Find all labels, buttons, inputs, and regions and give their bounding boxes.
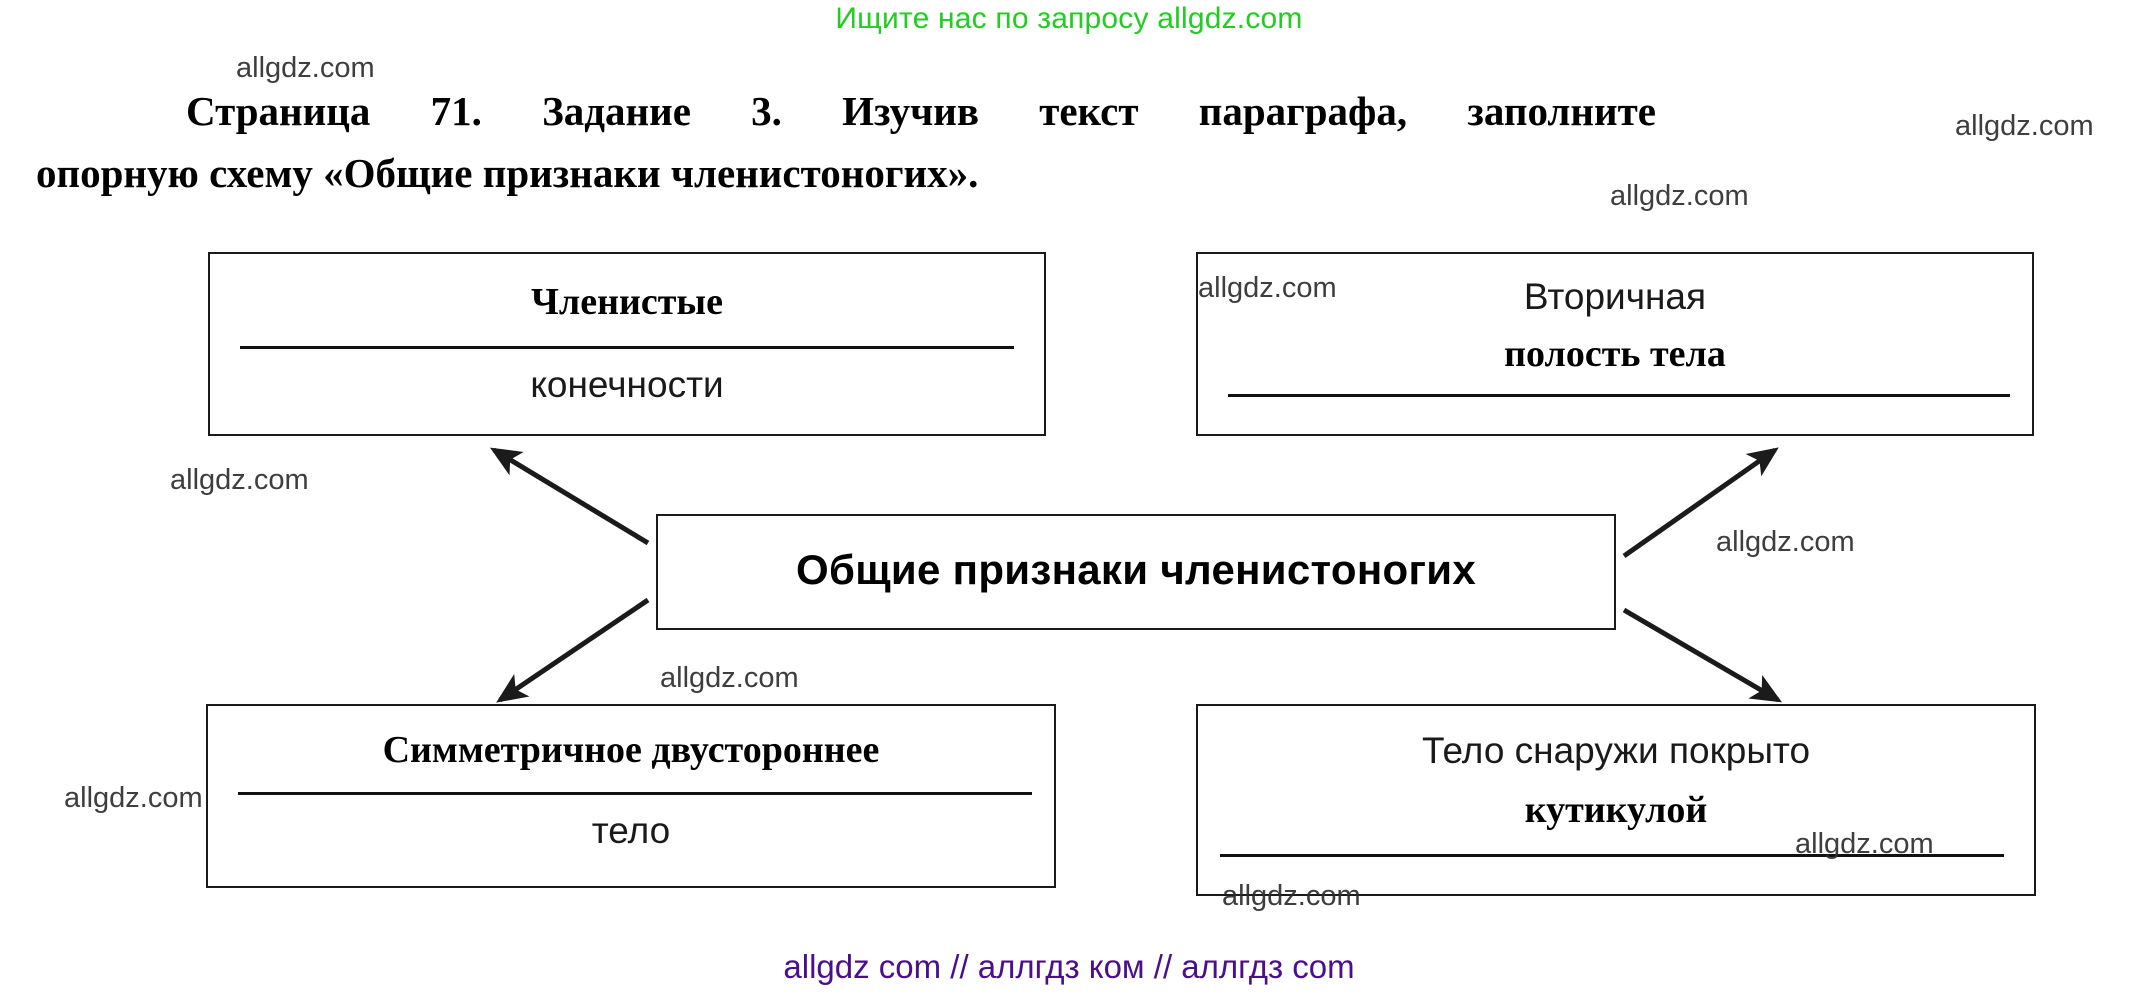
center-box-label: Общие признаки членистоногих <box>795 546 1477 593</box>
coelom-answer-text: полость тела <box>1504 333 1726 375</box>
page-title: Страница 71. Задание 3. Изучив текст пар… <box>36 80 1986 204</box>
diagram-box-cuticle: Тело снаружи покрыто кутикулой <box>1196 704 2036 896</box>
coelom-answer-rule <box>1228 394 2010 397</box>
cuticle-answer-rule <box>1220 854 2004 857</box>
diagram-box-limbs: Членистые конечности <box>208 252 1046 436</box>
limbs-answer-rule <box>240 346 1014 349</box>
coelom-printed-text: Вторичная <box>1523 276 1707 317</box>
diagram-box-center: Общие признаки членистоногих <box>656 514 1616 630</box>
watermark-text: allgdz.com <box>1610 180 1749 212</box>
footer-attribution: allgdz com // аллгдз ком // аллгдз com <box>0 948 2138 986</box>
watermark-text: allgdz.com <box>170 464 309 496</box>
watermark-text: allgdz.com <box>1222 880 1361 912</box>
watermark-text: allgdz.com <box>64 782 203 814</box>
diagram-box-symmetry: Симметричное двустороннее тело <box>206 704 1056 888</box>
limbs-printed-text: конечности <box>530 364 724 405</box>
watermark-text: allgdz.com <box>236 52 375 84</box>
limbs-answer-text: Членистые <box>531 281 723 323</box>
symmetry-answer-rule <box>238 792 1032 795</box>
watermark-text: allgdz.com <box>1795 828 1934 860</box>
watermark-text: allgdz.com <box>660 662 799 694</box>
page-title-line-2: опорную схему «Общие признаки членистоно… <box>36 150 979 196</box>
cuticle-printed-text: Тело снаружи покрыто <box>1421 730 1811 771</box>
diagram-box-coelom: Вторичная полость тела <box>1196 252 2034 436</box>
symmetry-answer-text: Симметричное двустороннее <box>382 729 880 771</box>
promo-banner-text: Ищите нас по запросу allgdz.com <box>835 2 1303 35</box>
promo-banner: Ищите нас по запросу allgdz.com <box>0 2 2138 36</box>
symmetry-printed-text: тело <box>591 810 671 851</box>
page-title-line-1: Страница 71. Задание 3. Изучив текст пар… <box>186 88 1656 134</box>
watermark-text: allgdz.com <box>1716 526 1855 558</box>
watermark-text: allgdz.com <box>1198 272 1337 304</box>
cuticle-answer-text: кутикулой <box>1524 789 1708 831</box>
watermark-text: allgdz.com <box>1955 110 2094 142</box>
footer-attribution-text: allgdz com // аллгдз ком // аллгдз com <box>783 948 1355 985</box>
